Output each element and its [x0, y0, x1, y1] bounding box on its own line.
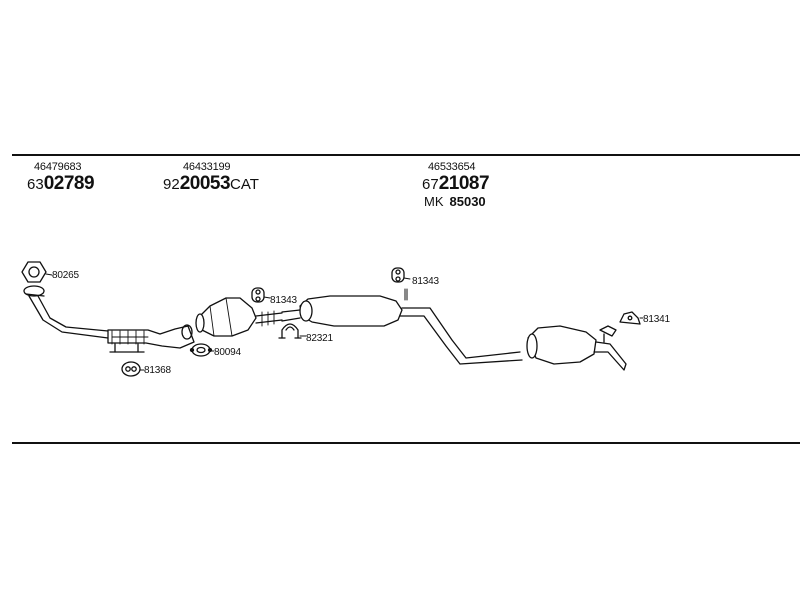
mounting-kit-code: MK 85030 — [424, 194, 486, 210]
part-number-catalyst: 46433199 — [183, 161, 231, 173]
callout-label-rubber-mount-front: 81368 — [144, 365, 171, 376]
bottom-rule — [12, 442, 800, 444]
callout-label-gasket-front: 80265 — [52, 270, 79, 281]
code-main: 20053 — [179, 173, 231, 194]
mk-value: 85030 — [449, 194, 486, 209]
rubber-mount-icon — [251, 287, 265, 303]
code-prefix: 67 — [422, 176, 439, 193]
catalytic-converter — [195, 297, 301, 337]
clamp-icon — [278, 323, 302, 339]
code-prefix: 63 — [27, 176, 44, 193]
mk-prefix: MK — [424, 194, 444, 209]
top-rule — [12, 154, 800, 156]
gasket-ring-icon — [189, 343, 213, 357]
rubber-mount-icon — [619, 311, 641, 325]
callout-label-clamp: 82321 — [306, 333, 333, 344]
callout-label-rubber-mount-cat: 81343 — [270, 295, 297, 306]
code-front-pipe: 6302789 — [27, 173, 95, 194]
rubber-mount-icon — [121, 361, 141, 377]
part-number-front-pipe: 46479683 — [34, 161, 82, 173]
code-exhaust-system: 6721087 — [422, 173, 490, 194]
middle-silencer — [299, 288, 523, 365]
code-prefix: 92 — [163, 176, 180, 193]
callout-label-rubber-mount-rear: 81341 — [643, 314, 670, 325]
rubber-mount-icon — [391, 267, 405, 283]
front-pipe — [23, 285, 195, 353]
code-suffix: CAT — [230, 176, 259, 193]
gasket-icon — [21, 261, 47, 283]
code-main: 21087 — [438, 173, 490, 194]
code-catalyst: 9220053CAT — [163, 173, 259, 194]
callout-label-rubber-mount-mid: 81343 — [412, 276, 439, 287]
callout-label-gasket-cat: 80094 — [214, 347, 241, 358]
part-number-exhaust-system: 46533654 — [428, 161, 476, 173]
rear-silencer — [526, 325, 627, 371]
code-main: 02789 — [43, 173, 95, 194]
